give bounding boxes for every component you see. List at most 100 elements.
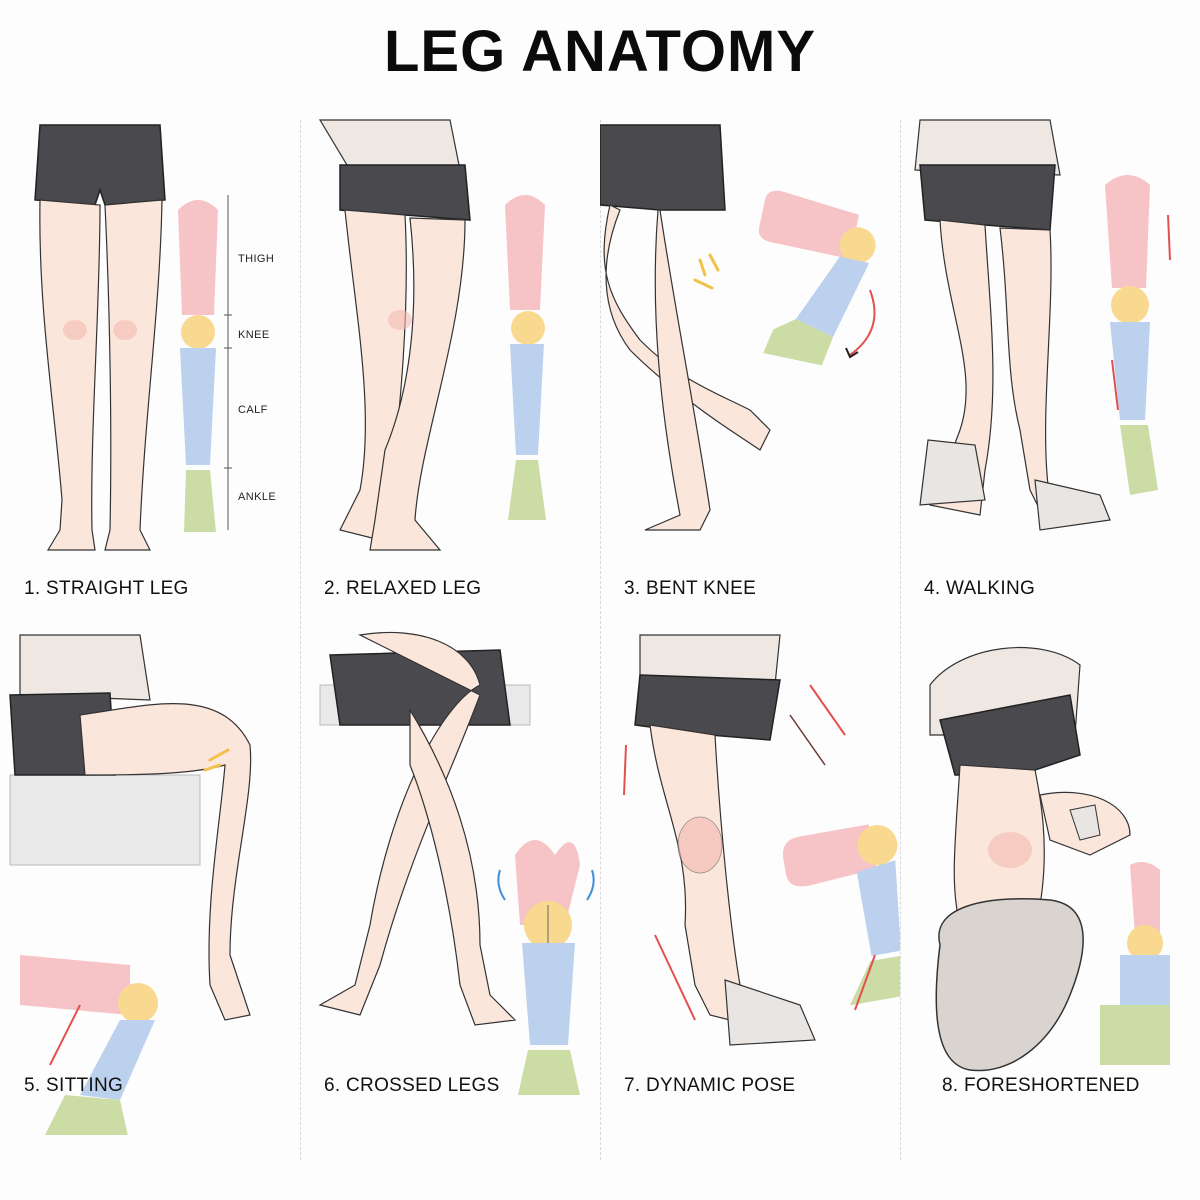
knee-segment bbox=[511, 311, 545, 345]
ankle-segment bbox=[45, 1095, 128, 1135]
ankle-segment bbox=[1120, 425, 1158, 495]
pose-caption: 6. CROSSED LEGS bbox=[324, 1075, 500, 1096]
knee-segment bbox=[839, 227, 876, 264]
straight-leg-illustration: THIGH KNEE CALF ANKLE bbox=[34, 124, 276, 551]
column-divider bbox=[900, 120, 901, 1160]
pose-caption: 3. BENT KNEE bbox=[624, 578, 757, 599]
shoe-sole bbox=[935, 898, 1084, 1072]
label-knee: KNEE bbox=[238, 329, 270, 341]
thigh-segment bbox=[1105, 175, 1150, 288]
bench bbox=[9, 774, 201, 866]
sneaker bbox=[1034, 479, 1111, 531]
pose-panel-straight-leg: THIGH KNEE CALF ANKLE 1. STRAIGHT LEG bbox=[0, 110, 300, 620]
sneaker bbox=[1069, 804, 1101, 841]
bent-knee-illustration bbox=[600, 124, 876, 531]
sneaker bbox=[724, 979, 816, 1046]
back-leg bbox=[929, 219, 994, 516]
thigh-segment bbox=[505, 195, 545, 310]
left-leg bbox=[39, 199, 101, 551]
calf-segment bbox=[180, 348, 216, 465]
rotation-arrow bbox=[586, 869, 595, 901]
calf-segment bbox=[795, 256, 870, 338]
lower-leg bbox=[409, 707, 517, 1026]
motion-arrow bbox=[1167, 214, 1171, 261]
motion-arrow bbox=[854, 954, 876, 1011]
knee-segment bbox=[1127, 925, 1163, 961]
ankle-segment bbox=[508, 460, 546, 520]
front-leg bbox=[649, 724, 781, 1036]
arrow-head bbox=[845, 347, 859, 359]
sitting-illustration bbox=[9, 634, 252, 1135]
motion-arrow bbox=[654, 934, 696, 1021]
front-leg bbox=[369, 217, 466, 551]
dynamic-anatomy-diagram bbox=[782, 824, 900, 1006]
calf-segment bbox=[510, 344, 544, 455]
calf-segment bbox=[1120, 955, 1170, 1005]
pose-caption: 5. SITTING bbox=[24, 1075, 124, 1096]
label-ankle: ANKLE bbox=[238, 491, 276, 503]
pose-caption: 7. DYNAMIC POSE bbox=[624, 1075, 796, 1096]
thigh-segment bbox=[1130, 861, 1160, 935]
column-divider bbox=[300, 120, 301, 1160]
sneaker bbox=[919, 439, 986, 506]
pose-panel-relaxed-leg: 2. RELAXED LEG bbox=[300, 110, 600, 620]
foreshortened-anatomy-diagram bbox=[1100, 861, 1170, 1065]
calf-segment bbox=[856, 860, 900, 956]
knee-segment bbox=[1111, 286, 1149, 324]
thigh-segment bbox=[515, 840, 580, 925]
page-title: LEG ANATOMY bbox=[383, 19, 817, 84]
motion-arrow bbox=[623, 744, 627, 796]
knee-blush bbox=[988, 832, 1032, 868]
motion-accent bbox=[693, 253, 720, 290]
crossed-legs-illustration bbox=[318, 631, 595, 1095]
calf-segment bbox=[1110, 322, 1150, 420]
knee-segment bbox=[118, 983, 158, 1023]
rotation-arrow bbox=[849, 289, 876, 356]
shorts bbox=[919, 164, 1056, 231]
ankle-segment bbox=[184, 470, 216, 532]
motion-arrow bbox=[809, 684, 846, 736]
pose-caption: 8. FORESHORTENED bbox=[942, 1075, 1140, 1096]
ankle-segment bbox=[763, 319, 833, 366]
pose-panel-foreshortened: 8. FORESHORTENED bbox=[900, 625, 1200, 1135]
right-leg bbox=[104, 199, 163, 551]
motion-arrow bbox=[49, 1004, 81, 1066]
knee-blush bbox=[63, 320, 87, 340]
sitting-leg bbox=[79, 703, 252, 1021]
calf-segment bbox=[80, 1020, 155, 1100]
motion-accent bbox=[203, 748, 230, 772]
label-calf: CALF bbox=[238, 404, 268, 416]
ankle-segment bbox=[1100, 1005, 1170, 1065]
shorts bbox=[339, 164, 471, 221]
pose-caption: 4. WALKING bbox=[924, 578, 1036, 599]
thigh-segment bbox=[20, 955, 130, 1015]
shirt bbox=[914, 119, 1061, 176]
walking-illustration bbox=[914, 119, 1171, 531]
thigh-segment bbox=[758, 190, 859, 259]
shirt bbox=[318, 119, 461, 171]
pose-panel-dynamic-pose: 7. DYNAMIC POSE bbox=[600, 625, 900, 1135]
column-divider bbox=[600, 120, 601, 1160]
pose-panel-bent-knee: 3. BENT KNEE bbox=[600, 110, 900, 620]
bent-leg bbox=[603, 204, 771, 451]
kneecap bbox=[677, 816, 723, 874]
ankle-segment bbox=[849, 955, 900, 1006]
bent-anatomy-diagram bbox=[758, 190, 876, 366]
thigh-segment bbox=[178, 200, 218, 315]
pose-grid: THIGH KNEE CALF ANKLE 1. STRAIGHT LEG 2.… bbox=[0, 110, 1200, 1170]
calf-segment bbox=[522, 943, 575, 1045]
motion-arrow bbox=[1111, 359, 1119, 411]
rotation-arrow bbox=[497, 869, 506, 901]
pose-caption: 1. STRAIGHT LEG bbox=[24, 578, 189, 599]
knee-blush bbox=[388, 310, 412, 330]
knee-segment bbox=[181, 315, 215, 349]
dynamic-pose-illustration bbox=[623, 634, 900, 1046]
front-leg bbox=[999, 227, 1097, 511]
shirt bbox=[19, 634, 151, 701]
ankle-segment bbox=[518, 1050, 580, 1095]
pose-panel-sitting: 5. SITTING bbox=[0, 625, 300, 1135]
knee-blush bbox=[113, 320, 137, 340]
foreshortened-illustration bbox=[929, 647, 1170, 1072]
label-thigh: THIGH bbox=[238, 253, 274, 265]
shorts bbox=[600, 124, 726, 211]
